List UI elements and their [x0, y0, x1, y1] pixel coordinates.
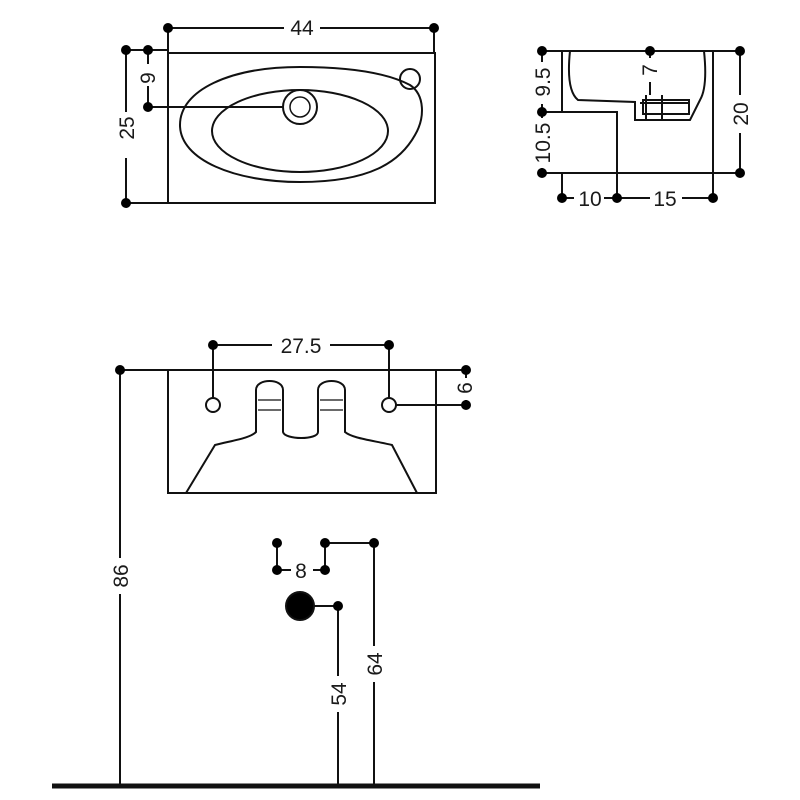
labels: 44 25 9 9.5 10.5 7 20 10 15 27.5 6 86 8 …	[108, 16, 753, 712]
dot	[369, 538, 379, 548]
dot	[333, 601, 343, 611]
dot	[735, 168, 745, 178]
label-side-lower: 10.5	[532, 123, 555, 164]
dot	[163, 23, 173, 33]
basin-side-inner	[568, 50, 707, 121]
label-side-back: 10	[578, 188, 601, 211]
dot	[537, 107, 547, 117]
dot	[645, 46, 655, 56]
trap-fitting	[640, 95, 690, 120]
basin-front-bowl-lines	[258, 399, 343, 411]
label-tap-offset: 9	[137, 72, 160, 84]
dot	[537, 168, 547, 178]
dot	[115, 365, 125, 375]
front-view	[52, 369, 540, 789]
dot	[461, 400, 471, 410]
dot	[461, 365, 471, 375]
label-width: 44	[290, 17, 314, 40]
tap-hole	[399, 68, 421, 90]
drain-outer	[282, 89, 318, 125]
dot	[121, 45, 131, 55]
dot	[143, 102, 153, 112]
basin-front-outline	[167, 369, 437, 494]
label-supply-spacing: 8	[295, 560, 307, 583]
label-bracket-offset: 6	[454, 382, 477, 394]
basin-top-outline	[167, 52, 436, 204]
dot	[384, 340, 394, 350]
label-depth: 25	[116, 116, 139, 139]
dot	[208, 340, 218, 350]
dot	[429, 23, 439, 33]
dot	[708, 193, 718, 203]
basin-side-outer	[561, 51, 714, 174]
dot	[320, 538, 330, 548]
trap-body	[642, 99, 690, 115]
label-drain-height: 54	[328, 682, 351, 706]
basin-front-bowl	[185, 380, 418, 494]
label-side-front: 15	[653, 188, 676, 211]
label-side-height: 20	[730, 102, 753, 125]
label-bracket-spacing: 27.5	[281, 335, 322, 358]
label-overall-height: 86	[110, 564, 133, 587]
dot	[557, 193, 567, 203]
basin-outer-rim	[178, 65, 423, 184]
label-side-upper: 9.5	[532, 67, 555, 96]
dot	[612, 193, 622, 203]
drain-inner	[289, 96, 311, 118]
label-trap: 7	[639, 64, 662, 76]
dot	[272, 565, 282, 575]
drain-outlet	[285, 591, 315, 621]
bracket-hole-left	[205, 397, 221, 413]
bracket-hole-right	[381, 397, 397, 413]
dot	[121, 198, 131, 208]
dot	[735, 46, 745, 56]
label-supply-height: 64	[364, 652, 387, 676]
dot	[143, 45, 153, 55]
dot	[272, 538, 282, 548]
top-view	[167, 52, 436, 204]
side-view	[558, 50, 718, 174]
dot	[320, 565, 330, 575]
dot	[537, 46, 547, 56]
dimension-dots	[115, 23, 745, 611]
top-view-dimensions	[125, 27, 435, 204]
basin-bowl	[211, 89, 389, 173]
